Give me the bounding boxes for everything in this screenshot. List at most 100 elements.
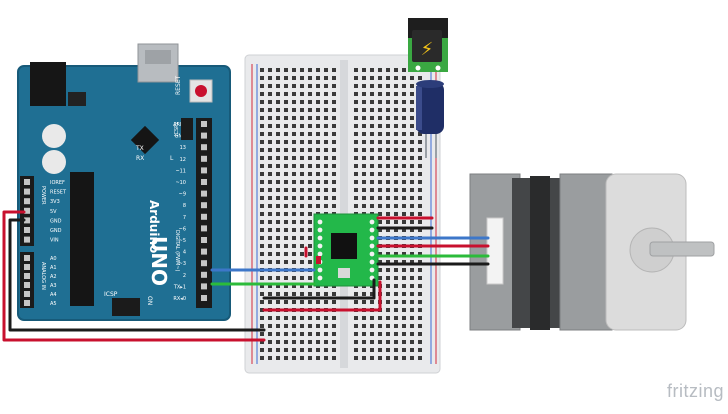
breadboard-hole [324, 196, 328, 200]
breadboard-hole [316, 84, 320, 88]
breadboard-hole [308, 356, 312, 360]
digital-pin-label: ~10 [175, 180, 186, 186]
breadboard-hole [394, 260, 398, 264]
breadboard-hole [410, 84, 414, 88]
motor-shaft [649, 241, 715, 257]
breadboard-hole [378, 324, 382, 328]
digital-pin [201, 225, 207, 232]
breadboard-hole [354, 172, 358, 176]
breadboard-hole [260, 116, 264, 120]
breadboard-hole [378, 268, 382, 272]
breadboard-hole [394, 84, 398, 88]
breadboard-hole [418, 276, 422, 280]
breadboard-hole [324, 292, 328, 296]
breadboard-hole [418, 332, 422, 336]
breadboard-hole [324, 356, 328, 360]
breadboard-hole [324, 340, 328, 344]
breadboard-hole [284, 164, 288, 168]
breadboard-hole [362, 172, 366, 176]
breadboard-hole [332, 156, 336, 160]
breadboard-hole [292, 228, 296, 232]
breadboard-hole [410, 172, 414, 176]
breadboard-hole [284, 244, 288, 248]
breadboard-hole [324, 332, 328, 336]
breadboard-hole [402, 172, 406, 176]
breadboard-hole [316, 204, 320, 208]
digital-pin [201, 260, 207, 267]
breadboard-hole [324, 92, 328, 96]
breadboard-hole [300, 100, 304, 104]
breadboard-hole [276, 188, 280, 192]
breadboard-hole [332, 140, 336, 144]
breadboard-hole [332, 108, 336, 112]
breadboard-hole [284, 356, 288, 360]
breadboard-hole [354, 316, 358, 320]
reset-button-cap [195, 85, 207, 97]
breadboard-hole [386, 108, 390, 112]
breadboard-hole [308, 340, 312, 344]
breadboard-hole [386, 212, 390, 216]
breadboard-hole [386, 196, 390, 200]
breadboard-hole [300, 204, 304, 208]
digital-pin-label: ~6 [179, 226, 186, 232]
breadboard-hole [394, 76, 398, 80]
breadboard-hole [394, 92, 398, 96]
breadboard-hole [354, 164, 358, 168]
breadboard-hole [292, 244, 296, 248]
breadboard-hole [308, 292, 312, 296]
driver-pin [369, 243, 375, 249]
breadboard-hole [284, 260, 288, 264]
breadboard-hole [378, 260, 382, 264]
breadboard-hole [354, 116, 358, 120]
breadboard-hole [308, 188, 312, 192]
breadboard-hole [394, 212, 398, 216]
breadboard-hole [354, 180, 358, 184]
breadboard-hole [268, 188, 272, 192]
breadboard-hole [386, 260, 390, 264]
breadboard-hole [370, 316, 374, 320]
power-pin [24, 188, 30, 195]
breadboard-hole [300, 348, 304, 352]
breadboard-hole [418, 164, 422, 168]
breadboard-hole [402, 108, 406, 112]
breadboard-hole [370, 116, 374, 120]
breadboard-hole [292, 212, 296, 216]
breadboard-hole [402, 284, 406, 288]
breadboard-hole [410, 148, 414, 152]
usb-connector-inner [145, 50, 171, 64]
breadboard-hole [354, 300, 358, 304]
breadboard-hole [308, 116, 312, 120]
breadboard-hole [324, 148, 328, 152]
breadboard-hole [268, 132, 272, 136]
breadboard-hole [260, 100, 264, 104]
breadboard-hole [308, 260, 312, 264]
breadboard-hole [284, 108, 288, 112]
breadboard-hole [260, 132, 264, 136]
breadboard-hole [402, 76, 406, 80]
breadboard-hole [308, 132, 312, 136]
breadboard-hole [260, 340, 264, 344]
power-pin [24, 207, 30, 214]
breadboard-hole [324, 324, 328, 328]
breadboard-hole [284, 196, 288, 200]
breadboard-hole [386, 348, 390, 352]
breadboard-hole [386, 284, 390, 288]
breadboard-hole [332, 292, 336, 296]
breadboard-hole [418, 356, 422, 360]
digital-pin [201, 202, 207, 209]
breadboard-hole [410, 100, 414, 104]
breadboard-hole [276, 196, 280, 200]
breadboard-hole [386, 356, 390, 360]
breadboard-hole [316, 68, 320, 72]
breadboard-hole [418, 308, 422, 312]
analog-header-label: ANALOG IN [40, 262, 46, 290]
breadboard-hole [308, 276, 312, 280]
breadboard-hole [354, 92, 358, 96]
breadboard-hole [324, 100, 328, 104]
breadboard-hole [316, 292, 320, 296]
breadboard-hole [378, 212, 382, 216]
breadboard-hole [362, 292, 366, 296]
breadboard-hole [418, 324, 422, 328]
driver-pin-rows [317, 219, 375, 281]
breadboard-hole [370, 68, 374, 72]
